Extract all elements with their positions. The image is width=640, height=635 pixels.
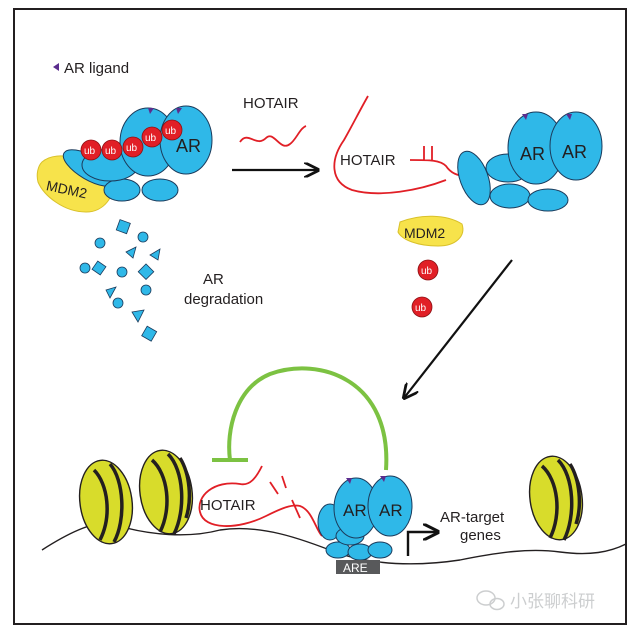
ar-ligand-icon [346, 478, 352, 484]
fragment-square [141, 325, 158, 342]
ubiquitin-label: ub [105, 146, 117, 157]
hotair-label-bound: HOTAIR [340, 152, 396, 169]
transcription-start-arrow [406, 532, 438, 556]
are-element-box [336, 560, 380, 574]
hotair-rna-free [239, 125, 307, 147]
fragment-square [137, 263, 155, 281]
ar-label-left: AR [176, 136, 201, 156]
fragment-triangle [131, 309, 145, 323]
fragment-circle [94, 237, 106, 249]
mdm2-shape-released [397, 215, 464, 247]
ubiquitin-released [411, 296, 433, 318]
ubiquitin [80, 139, 102, 161]
hotair-label-bottom: HOTAIR [200, 497, 256, 514]
ubiquitin [141, 126, 163, 148]
fragment-circle [140, 284, 152, 296]
ar-label-bottom-1: AR [343, 501, 367, 520]
ar-subunit [489, 183, 531, 209]
ar-dimer-on-dna: AR AR [317, 475, 413, 561]
ar-subunit [367, 475, 413, 537]
ar-subunit [549, 111, 603, 181]
degradation-label-line1: AR [203, 271, 224, 288]
fragment-circle [116, 266, 128, 278]
fragment-circle [79, 262, 91, 274]
ubiquitin-label: ub [126, 143, 138, 154]
ubiquitin [122, 136, 144, 158]
ubiquitin-label: ub [84, 146, 96, 157]
fragment-circle [137, 231, 149, 243]
hotair-rna-loop [333, 95, 447, 195]
are-label: ARE [343, 561, 368, 575]
ar-ubiquitinated-complex: MDM2 AR ub ub ub ub ub [36, 105, 213, 213]
ar-ligand-icon [176, 108, 182, 114]
ar-ligand-icon [53, 63, 59, 71]
target-genes-label-line1: AR-target [440, 509, 505, 526]
ar-subunit [141, 178, 179, 202]
ubiquitin-label: ub [415, 303, 427, 314]
ar-subunit [367, 541, 393, 559]
ubiquitin-label: ub [421, 266, 433, 277]
ar-ligand-icon [522, 114, 528, 120]
legend: AR ligand [53, 60, 129, 77]
legend-ligand-label: AR ligand [64, 60, 129, 77]
fragment-circle [112, 297, 124, 309]
ubiquitin-released [417, 259, 439, 281]
ar-label-right-2: AR [562, 142, 587, 162]
target-genes-label-line2: genes [460, 527, 501, 544]
ar-ligand-icon [148, 108, 154, 114]
hotair-label-free: HOTAIR [243, 95, 299, 112]
fragment-square [91, 260, 107, 276]
ubiquitin [161, 119, 183, 141]
nucleosome [138, 449, 194, 535]
mdm2-label-released: MDM2 [404, 225, 445, 241]
fragment-triangle [149, 248, 161, 261]
degradation-label-line2: degradation [184, 291, 263, 308]
ubiquitin-label: ub [145, 133, 157, 144]
ar-label-right-1: AR [520, 144, 545, 164]
process-arrow-diagonal [404, 259, 513, 398]
ar-label-bottom-2: AR [379, 501, 403, 520]
watermark: 小张聊科研 [476, 590, 595, 612]
ar-degradation-fragments [79, 219, 161, 342]
inhibition-arc [227, 366, 389, 471]
ar-subunit [527, 188, 569, 212]
hotair-ar-complex: HOTAIR AR AR [333, 95, 603, 212]
wechat-icon [476, 590, 505, 611]
watermark-text: 小张聊科研 [510, 592, 595, 612]
ubiquitin [101, 139, 123, 161]
ubiquitin-label: ub [165, 126, 177, 137]
hotair-rna-bottom [198, 465, 323, 537]
nucleosome [78, 459, 134, 545]
fragment-triangle [125, 246, 137, 259]
ar-ligand-icon [566, 114, 572, 120]
ar-ligand-icon [380, 476, 386, 482]
fragment-square [115, 219, 131, 235]
ar-subunit [103, 178, 141, 202]
fragment-triangle [105, 286, 117, 299]
nucleosome [528, 455, 584, 541]
